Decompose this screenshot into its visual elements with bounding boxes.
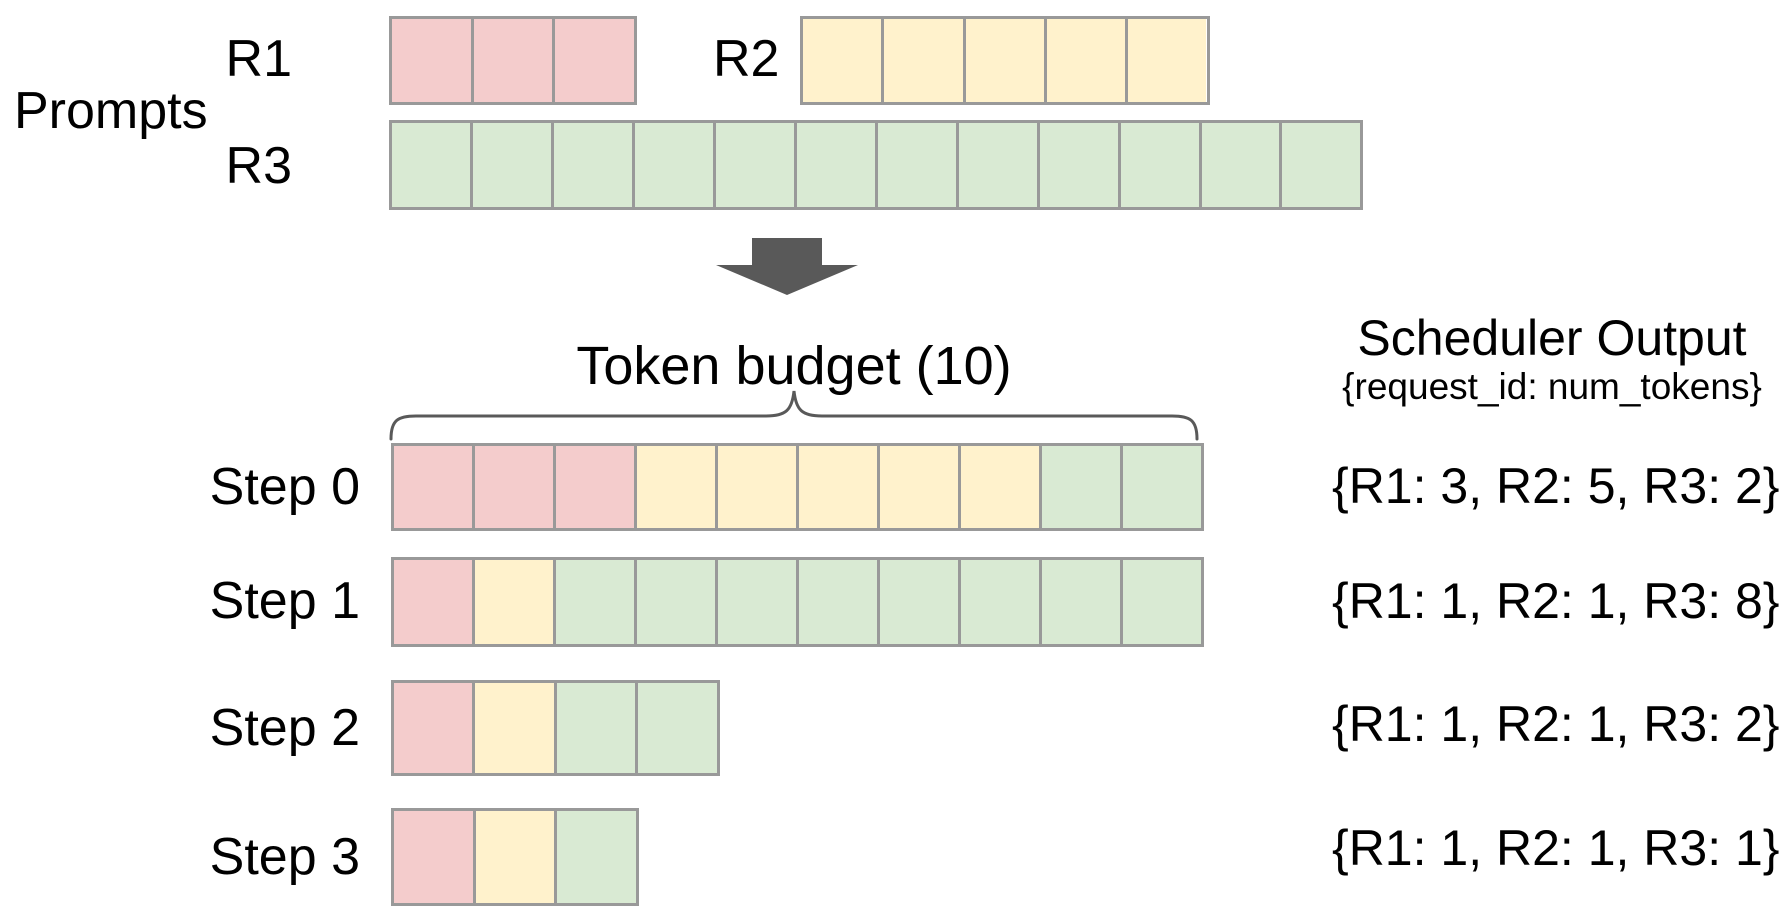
step-2-token-row	[391, 680, 720, 776]
token-cell-r2	[796, 446, 877, 528]
token-cell-r3	[554, 811, 637, 903]
request-r1-token-row	[389, 16, 638, 105]
token-cell-r2	[472, 811, 555, 903]
token-cell-r2	[962, 19, 1044, 102]
token-cell-r1	[392, 19, 471, 102]
token-cell-r3	[553, 560, 634, 644]
token-cell-r3	[793, 123, 875, 207]
token-cell-r3	[1279, 123, 1361, 207]
request-r2-label: R2	[713, 30, 780, 88]
token-budget-label: Token budget (10)	[576, 336, 1012, 396]
step-2-scheduler-output: {R1: 1, R2: 1, R3: 2}	[1332, 696, 1780, 752]
token-cell-r3	[469, 123, 551, 207]
token-cell-r3	[634, 560, 715, 644]
down-arrow-icon	[716, 238, 858, 295]
token-cell-r2	[634, 446, 715, 528]
token-cell-r3	[955, 123, 1037, 207]
token-cell-r3	[877, 560, 958, 644]
token-cell-r1	[394, 560, 472, 644]
prompts-section-label: Prompts	[14, 82, 208, 140]
step-3-label: Step 3	[209, 828, 360, 886]
token-cell-r2	[877, 446, 958, 528]
token-cell-r3	[1039, 560, 1120, 644]
token-cell-r3	[715, 560, 796, 644]
token-cell-r1	[470, 19, 553, 102]
step-1-token-row	[391, 557, 1204, 647]
token-cell-r2	[958, 446, 1039, 528]
token-cell-r2	[715, 446, 796, 528]
token-cell-r3	[1120, 560, 1201, 644]
token-cell-r1	[394, 683, 473, 773]
token-cell-r2	[472, 683, 554, 773]
scheduler-output-subtitle: {request_id: num_tokens}	[1342, 366, 1762, 407]
token-cell-r3	[553, 683, 636, 773]
token-cell-r3	[1120, 446, 1201, 528]
request-r3-label: R3	[225, 137, 292, 195]
token-cell-r2	[803, 19, 882, 102]
scheduler-output-title: Scheduler Output	[1357, 310, 1747, 366]
request-r1-label: R1	[225, 30, 292, 88]
token-cell-r1	[553, 446, 634, 528]
step-1-scheduler-output: {R1: 1, R2: 1, R3: 8}	[1332, 573, 1780, 629]
token-cell-r3	[550, 123, 632, 207]
token-cell-r1	[394, 811, 473, 903]
token-cell-r2	[881, 19, 963, 102]
step-0-scheduler-output: {R1: 3, R2: 5, R3: 2}	[1332, 458, 1780, 514]
token-cell-r3	[712, 123, 794, 207]
request-r3-token-row	[389, 120, 1364, 210]
step-0-token-row	[391, 443, 1204, 531]
token-cell-r3	[392, 123, 470, 207]
step-0-label: Step 0	[209, 458, 360, 516]
token-cell-r3	[1198, 123, 1280, 207]
request-r2-token-row	[800, 16, 1210, 105]
step-3-token-row	[391, 808, 640, 906]
token-cell-r1	[552, 19, 635, 102]
step-3-scheduler-output: {R1: 1, R2: 1, R3: 1}	[1332, 820, 1780, 876]
token-cell-r3	[1117, 123, 1199, 207]
token-cell-r3	[635, 683, 717, 773]
token-cell-r2	[1043, 19, 1126, 102]
token-cell-r3	[1039, 446, 1120, 528]
token-cell-r3	[958, 560, 1039, 644]
token-cell-r3	[631, 123, 713, 207]
token-cell-r1	[394, 446, 472, 528]
token-cell-r3	[874, 123, 956, 207]
token-cell-r2	[472, 560, 553, 644]
token-cell-r1	[472, 446, 553, 528]
token-cell-r3	[1036, 123, 1118, 207]
step-2-label: Step 2	[209, 699, 360, 757]
token-budget-brace	[389, 390, 1199, 441]
token-cell-r3	[796, 560, 877, 644]
step-1-label: Step 1	[209, 572, 360, 630]
token-cell-r2	[1125, 19, 1207, 102]
